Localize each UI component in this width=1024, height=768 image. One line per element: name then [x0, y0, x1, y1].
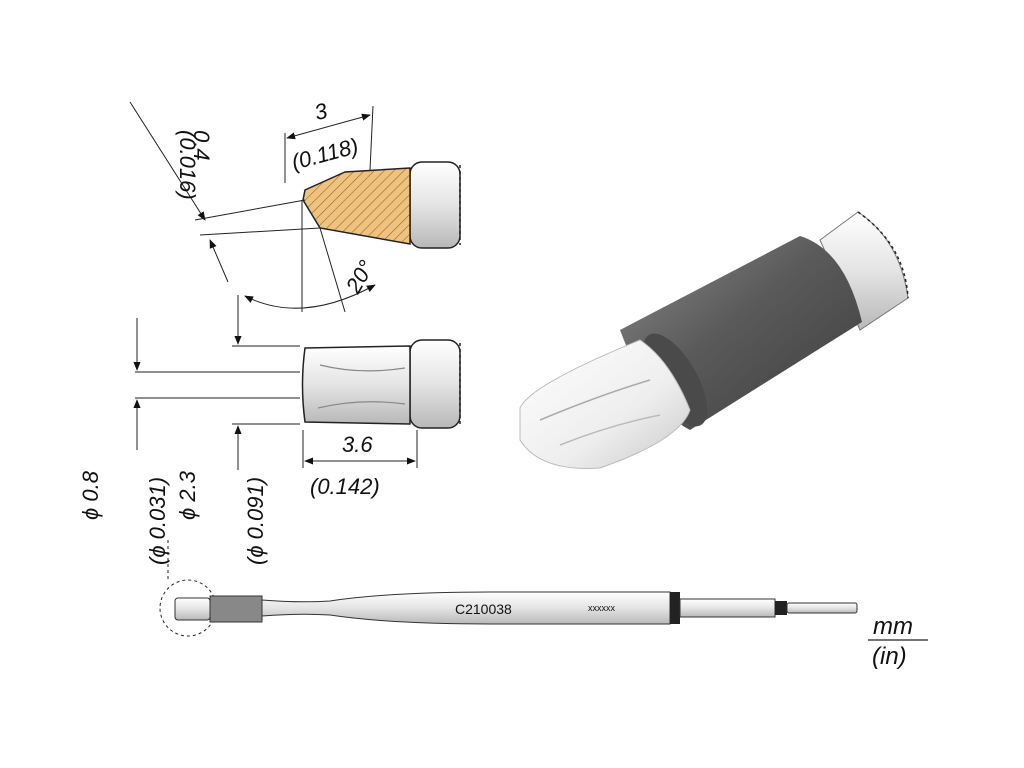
- tip-thickness-mm: 0.4: [189, 130, 214, 161]
- front-view-ferrule: [409, 339, 461, 429]
- unit-primary: mm: [873, 613, 913, 640]
- outer-diameter-in: (ϕ 0.091): [243, 477, 268, 565]
- inner-diameter-mm: ϕ 0.8: [78, 470, 103, 520]
- side-view-tip-cut: [302, 167, 411, 245]
- tip-thickness-in: (0.016): [175, 130, 200, 200]
- outer-diameter-mm: ϕ 2.3: [175, 470, 200, 520]
- front-view: [133, 295, 461, 470]
- tip-angle: 20°: [340, 256, 379, 298]
- tip-length-in: (0.118): [289, 133, 361, 175]
- inner-diameter-in: (ϕ 0.031): [145, 477, 170, 565]
- tip-length-mm: 3: [312, 98, 331, 126]
- full-length-tip: [159, 540, 858, 637]
- side-view: [129, 101, 461, 313]
- side-view-ferrule: [409, 161, 461, 249]
- unit-secondary: (in): [872, 643, 907, 670]
- part-code: C210038: [455, 601, 512, 617]
- front-view-tip: [301, 345, 411, 425]
- serial-placeholder: xxxxxx: [588, 603, 616, 613]
- sleeve-length-in: (0.142): [310, 474, 380, 499]
- tip-3d-render: [519, 211, 909, 469]
- sleeve-length-mm: 3.6: [342, 432, 373, 457]
